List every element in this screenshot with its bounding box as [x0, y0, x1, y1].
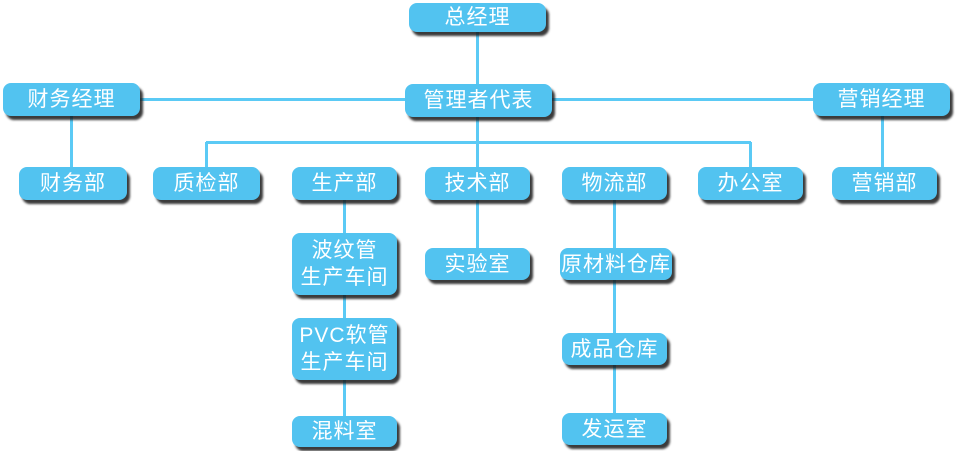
connector-gm-to-rep	[476, 31, 479, 85]
node-label: 混料室	[311, 420, 378, 443]
connector-bus-to-quality-inspection-dept	[205, 142, 208, 168]
node-mixing-room: 混料室	[292, 416, 397, 447]
node-label: 质检部	[173, 172, 240, 195]
node-label: 物流部	[581, 172, 648, 195]
connector-raw-material-to-finished-goods	[613, 279, 616, 334]
node-shipping-room: 发运室	[562, 413, 667, 445]
node-production-dept: 生产部	[292, 167, 397, 200]
node-label: 管理者代表	[423, 89, 534, 112]
node-label: 技术部	[444, 172, 511, 195]
connector-level3-bus	[206, 141, 751, 144]
connector-corrugated-to-pvc	[343, 294, 346, 319]
connector-finished-goods-to-shipping	[613, 364, 616, 414]
node-label: 财务经理	[27, 88, 116, 111]
connector-bus-to-office	[749, 142, 752, 168]
connector-finance-mgr-to-rep	[140, 98, 406, 101]
node-finance-dept: 财务部	[19, 167, 127, 200]
connector-logistics-to-raw-material	[613, 199, 616, 249]
node-office: 办公室	[698, 167, 803, 200]
node-label: 营销部	[851, 172, 918, 195]
node-label: 发运室	[581, 417, 648, 441]
node-general-manager: 总经理	[409, 3, 546, 32]
node-label: PVC软管	[299, 324, 390, 347]
connector-rep-to-marketing-mgr	[551, 98, 814, 101]
connector-pvc-to-mixing-room	[343, 379, 346, 417]
connector-finance-mgr-to-finance-dept	[70, 115, 73, 168]
node-logistics-dept: 物流部	[562, 167, 667, 200]
node-corrugated-pipe-workshop: 波纹管生产车间	[292, 233, 397, 295]
node-label: 生产车间	[300, 351, 389, 374]
node-label: 实验室	[444, 252, 511, 276]
node-finished-goods-warehouse: 成品仓库	[562, 333, 667, 365]
connector-production-to-corrugated	[343, 199, 346, 234]
node-quality-inspection-dept: 质检部	[153, 167, 260, 200]
node-marketing-dept: 营销部	[832, 167, 937, 200]
node-laboratory: 实验室	[425, 248, 530, 280]
node-marketing-manager: 营销经理	[813, 83, 950, 116]
node-pvc-hose-workshop: PVC软管生产车间	[292, 318, 397, 380]
node-label: 营销经理	[837, 88, 926, 111]
node-finance-manager: 财务经理	[3, 83, 140, 116]
node-raw-material-warehouse: 原材料仓库	[560, 248, 672, 280]
node-label: 生产车间	[300, 266, 389, 289]
connector-technology-to-laboratory	[476, 199, 479, 249]
node-technology-dept: 技术部	[425, 167, 530, 200]
node-label: 成品仓库	[570, 337, 659, 361]
node-label: 原材料仓库	[561, 252, 671, 276]
node-label: 财务部	[40, 172, 106, 195]
node-label: 办公室	[717, 172, 784, 195]
node-label: 总经理	[444, 6, 511, 29]
node-label: 波纹管	[311, 239, 378, 262]
node-management-representative: 管理者代表	[405, 84, 552, 117]
connector-marketing-mgr-to-marketing-dept	[881, 115, 884, 168]
node-label: 生产部	[311, 172, 378, 195]
